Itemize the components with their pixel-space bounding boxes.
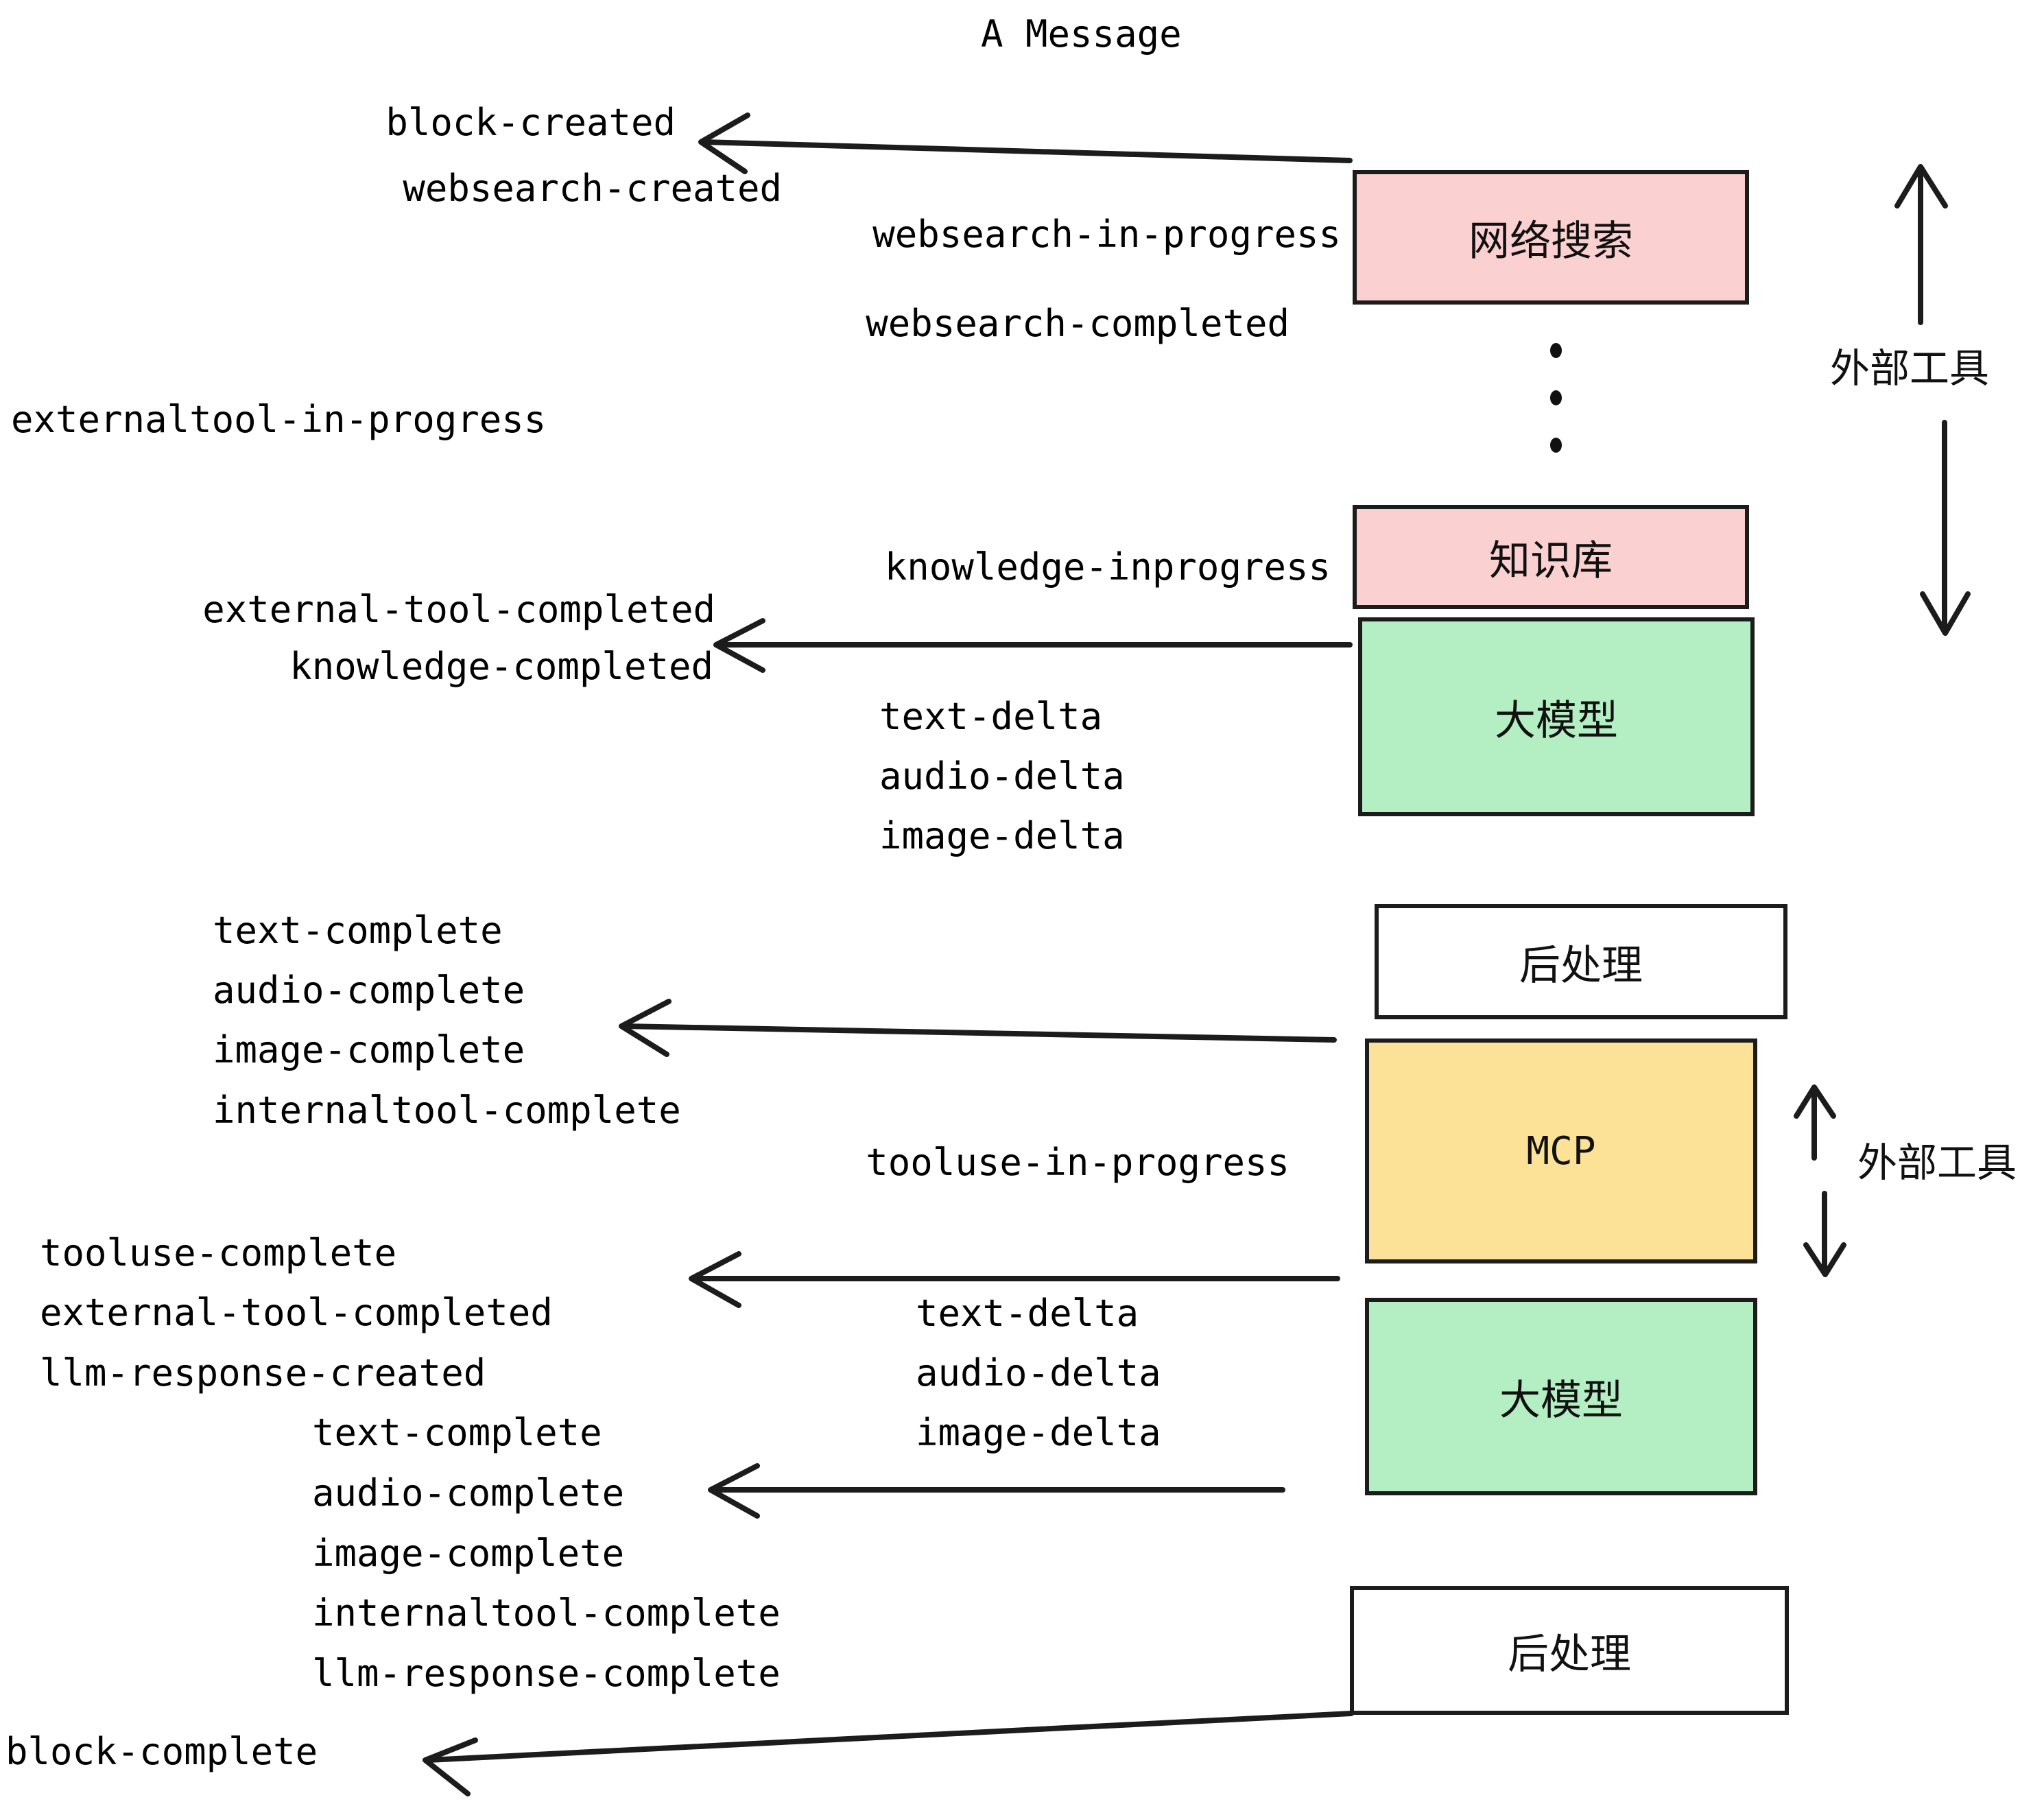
event-image-complete-1: image-complete [213,1028,525,1071]
event-knowledge-completed: knowledge-completed [289,645,713,688]
event-websearch-completed: websearch-completed [866,302,1290,345]
arrow-external-tool-up-bottom [1794,1084,1836,1161]
side-label-external-tool-bottom: 外部工具 [1857,1139,2017,1186]
arrow-external-tool-down-top [1920,420,1971,636]
side-label-external-tool-top: 外部工具 [1830,345,1990,392]
arrow-llm-to-audio-complete [708,1463,1285,1519]
box-knowledge: 知识库 [1353,505,1749,609]
box-postprocess-first: 后处理 [1375,904,1787,1019]
vertical-ellipsis [1549,343,1562,453]
box-llm-second-label: 大模型 [1499,1376,1623,1425]
arrow-external-tool-up-top [1894,164,1948,325]
ellipsis-dot [1549,343,1562,358]
box-knowledge-label: 知识库 [1489,536,1613,585]
event-knowledge-inprogress: knowledge-inprogress [884,545,1331,589]
event-externaltool-in-progress: externaltool-in-progress [11,398,547,441]
box-llm-first-label: 大模型 [1495,696,1618,745]
event-text-complete-1: text-complete [213,909,503,952]
event-websearch-in-progress: websearch-in-progress [872,213,1341,256]
arrow-postprocess-to-image-complete [619,999,1337,1057]
event-text-delta-1: text-delta [879,695,1103,738]
box-mcp-label: MCP [1526,1128,1596,1174]
event-text-complete-2: text-complete [312,1411,602,1454]
event-block-complete: block-complete [5,1730,318,1773]
event-audio-complete-1: audio-complete [213,969,525,1012]
event-block-created: block-created [385,101,676,144]
box-websearch: 网络搜索 [1353,170,1749,305]
event-llm-response-complete: llm-response-complete [312,1652,781,1695]
event-image-delta-2: image-delta [916,1411,1161,1454]
arrow-external-tool-down-bottom [1803,1191,1846,1277]
box-llm-second: 大模型 [1365,1298,1757,1495]
box-llm-first: 大模型 [1358,617,1755,816]
event-image-delta-1: image-delta [879,814,1125,857]
box-postprocess-second-label: 后处理 [1508,1630,1631,1678]
box-postprocess-second: 后处理 [1350,1586,1789,1715]
event-external-tool-completed-2: external-tool-completed [40,1291,553,1334]
arrow-websearch-to-block-created [698,112,1353,174]
event-image-complete-2: image-complete [312,1532,625,1575]
box-websearch-label: 网络搜索 [1469,217,1633,265]
event-tooluse-in-progress: tooluse-in-progress [866,1141,1290,1184]
event-audio-delta-1: audio-delta [879,755,1125,798]
event-tooluse-complete: tooluse-complete [40,1231,397,1274]
box-mcp: MCP [1365,1039,1757,1263]
ellipsis-dot [1549,390,1562,405]
event-websearch-created: websearch-created [403,167,782,210]
event-text-delta-2: text-delta [916,1292,1139,1335]
event-internaltool-complete-2: internaltool-complete [312,1591,781,1635]
arrow-postprocess-to-block-complete [423,1711,1354,1796]
page-title: A Message [981,12,1182,56]
event-internaltool-complete-1: internaltool-complete [213,1089,681,1132]
ellipsis-dot [1549,438,1562,453]
box-postprocess-first-label: 后处理 [1519,941,1643,990]
event-audio-delta-2: audio-delta [916,1351,1161,1394]
arrow-knowledge-to-knowledge-completed [713,618,1353,673]
event-audio-complete-2: audio-complete [312,1471,625,1515]
event-external-tool-completed-1: external-tool-completed [202,588,715,631]
event-llm-response-created: llm-response-created [40,1351,486,1394]
